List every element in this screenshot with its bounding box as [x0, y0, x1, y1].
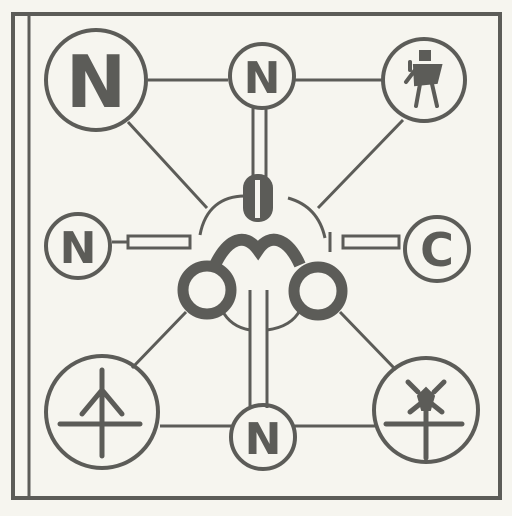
- connector-top-right-to-hub: [316, 118, 405, 210]
- node-top-right: [381, 37, 467, 123]
- connector-hub-lower-right: [266, 309, 302, 332]
- node-bottom-right: [372, 356, 480, 464]
- node-bottom-center-label: N: [245, 414, 282, 465]
- connector-top-left-to-hub: [126, 120, 209, 210]
- node-top-left: N: [44, 28, 148, 132]
- node-top-center: N: [228, 42, 296, 110]
- connector-hub-lower-left: [220, 309, 251, 332]
- connector-lines: [126, 78, 405, 428]
- connector-hub-arc-right: [287, 196, 327, 239]
- node-mid-left-label: N: [60, 223, 97, 274]
- node-bottom-center: N: [229, 403, 297, 471]
- node-top-left-label: N: [66, 40, 126, 124]
- insect-cross-icon: [383, 379, 465, 461]
- node-top-center-label: N: [244, 53, 281, 104]
- connector-hub-arc-left: [198, 194, 246, 236]
- side-bar-right: [328, 232, 401, 252]
- ring-cluster-icon: [177, 174, 348, 321]
- connector-hub-to-bottom-right: [338, 310, 398, 372]
- node-mid-right: C: [403, 215, 471, 283]
- node-mid-left: N: [44, 212, 112, 280]
- node-bottom-left: [44, 354, 160, 470]
- figure-icon: [404, 50, 443, 108]
- side-bar-left: [112, 234, 192, 250]
- connector-hub-to-bottom-left: [130, 310, 188, 370]
- cross-pin-icon: [57, 367, 143, 459]
- frame: [11, 12, 502, 500]
- node-mid-right-label: C: [420, 223, 454, 277]
